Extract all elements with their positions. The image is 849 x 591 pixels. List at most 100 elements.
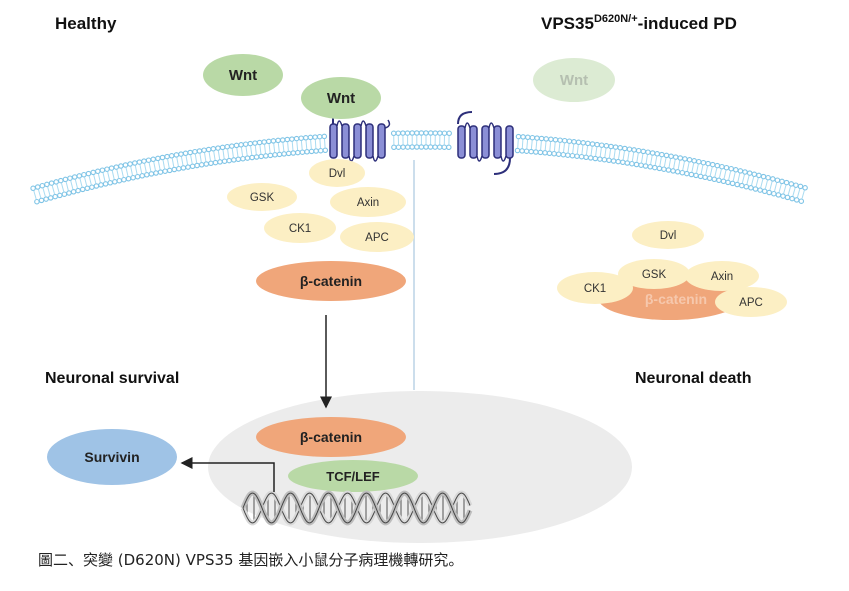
wnt-bound-label: Wnt: [327, 90, 355, 107]
lipid-head: [753, 187, 757, 191]
lipid-tail: [223, 150, 224, 159]
lipid-head: [553, 138, 557, 142]
lipid-head: [254, 155, 258, 159]
lipid-head: [287, 151, 291, 155]
beta-catenin-cytoplasm-label: β-catenin: [300, 273, 362, 289]
lipid-head: [149, 172, 153, 176]
lipid-head: [795, 198, 799, 202]
lipid-head: [281, 138, 285, 142]
lipid-head: [245, 156, 249, 160]
lipid-head: [743, 170, 747, 174]
lipid-tail: [573, 144, 574, 153]
lipid-head: [744, 185, 748, 189]
lipid-head: [799, 199, 803, 203]
lipid-head: [581, 141, 585, 145]
lipid-tail: [797, 189, 799, 198]
lipid-head: [535, 136, 539, 140]
lipid-head: [584, 155, 588, 159]
lipid-tail: [85, 177, 87, 186]
lipid-head: [309, 149, 313, 153]
lipid-tail: [692, 163, 694, 172]
lipid-head: [401, 145, 405, 149]
lipid-tail: [98, 174, 100, 183]
lipid-head: [706, 161, 710, 165]
lipid-tail: [632, 152, 633, 161]
lipid-head: [209, 161, 213, 165]
lipid-head: [442, 131, 446, 135]
lipid-head: [108, 181, 112, 185]
lipid-head: [433, 131, 437, 135]
lipid-head: [62, 192, 66, 196]
pd-title-superscript: D620N/+: [594, 13, 638, 25]
lipid-head: [277, 152, 281, 156]
lipid-head: [151, 157, 155, 161]
lipid-head: [59, 178, 63, 182]
lipid-head: [188, 150, 192, 154]
lipid-head: [67, 191, 71, 195]
lipid-head: [676, 170, 680, 174]
lipid-head: [105, 167, 109, 171]
lipid-head: [433, 145, 437, 149]
lipid-tail: [191, 155, 193, 164]
lipid-head: [757, 173, 761, 177]
lipid-head: [218, 160, 222, 164]
lipid-head: [195, 163, 199, 167]
lipid-tail: [251, 146, 252, 155]
lipid-head: [36, 185, 40, 189]
lipid-tail: [57, 184, 59, 193]
lipid-tail: [320, 139, 321, 148]
lipid-head: [119, 164, 123, 168]
lipid-head: [190, 164, 194, 168]
lipid-tail: [756, 178, 758, 187]
lipid-head: [785, 195, 789, 199]
tcf-lef-label: TCF/LEF: [326, 469, 379, 484]
lipid-head: [730, 181, 734, 185]
lipid-head: [81, 187, 85, 191]
lipid-tail: [642, 154, 643, 163]
lipid-head: [634, 162, 638, 166]
lipid-head: [268, 153, 272, 157]
lipid-head: [761, 174, 765, 178]
lipid-head: [632, 148, 636, 152]
lipid-head: [771, 177, 775, 181]
pd-dvl-label: Dvl: [660, 230, 677, 242]
lipid-head: [140, 174, 144, 178]
lipid-tail: [52, 186, 54, 195]
lipid-tail: [278, 143, 279, 152]
lipid-tail: [568, 144, 569, 153]
lipid-head: [734, 168, 738, 172]
lipid-tail: [297, 141, 298, 150]
lipid-tail: [559, 143, 560, 152]
lipid-head: [595, 142, 599, 146]
lipid-head: [442, 145, 446, 149]
lipid-head: [520, 149, 524, 153]
lipid-head: [549, 137, 553, 141]
lipid-tail: [163, 160, 165, 169]
lipid-tail: [664, 158, 666, 167]
lipid-head: [683, 157, 687, 161]
lipid-head: [241, 157, 245, 161]
lipid-head: [767, 190, 771, 194]
lipid-head: [576, 140, 580, 144]
lipid-tail: [80, 178, 82, 187]
lipid-head: [401, 131, 405, 135]
lipid-tail: [117, 170, 119, 179]
lipid-tail: [66, 182, 68, 191]
lipid-head: [674, 155, 678, 159]
lipid-head: [685, 171, 689, 175]
lipid-head: [572, 140, 576, 144]
lipid-head: [239, 143, 243, 147]
lipid-head: [232, 158, 236, 162]
lipid-tail: [623, 151, 624, 160]
lipid-tail: [710, 167, 712, 176]
lipid-tail: [545, 141, 546, 150]
lipid-tail: [802, 190, 804, 199]
lipid-head: [220, 145, 224, 149]
lipid-tail: [177, 157, 179, 166]
lipid-head: [236, 157, 240, 161]
lipid-tail: [761, 179, 763, 188]
lipid-tail: [172, 158, 174, 167]
lipid-head: [530, 136, 534, 140]
